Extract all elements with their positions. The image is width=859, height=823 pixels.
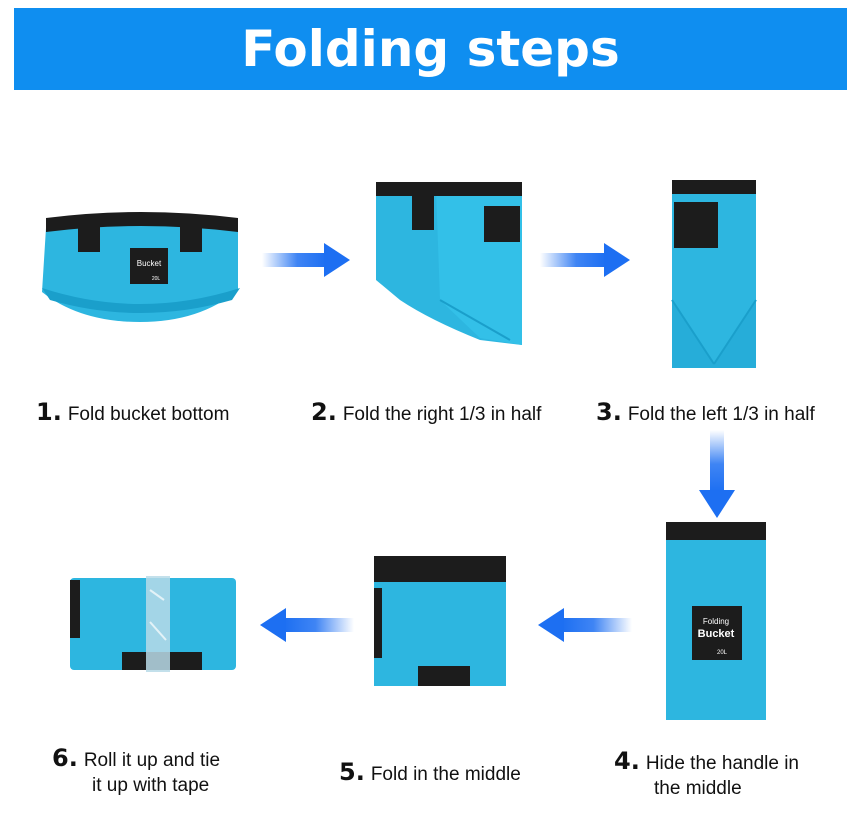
step-number: 2. — [311, 398, 337, 426]
step-number: 3. — [596, 398, 622, 426]
capacity-text-1: 20L — [152, 276, 161, 282]
step-number: 4. — [614, 747, 640, 775]
step-text: Fold in the middle — [370, 764, 521, 785]
arrow-left-1 — [538, 608, 632, 642]
step-number: 6. — [52, 744, 78, 772]
label-text-4b: Bucket — [698, 628, 735, 640]
arrow-right-1 — [262, 243, 350, 277]
step4-bucket-image: Folding Bucket 20L — [666, 522, 766, 720]
step-3-caption: 3.Fold the left 1/3 in half — [596, 400, 815, 427]
step-2-caption: 2.Fold the right 1/3 in half — [311, 400, 541, 427]
label-text-4a: Folding — [703, 617, 729, 626]
page-title: Folding steps — [241, 20, 620, 78]
step6-bucket-image — [70, 576, 236, 672]
label-text-1: Bucket — [137, 259, 162, 268]
step-5-caption: 5.Fold in the middle — [339, 760, 521, 787]
step1-bucket-image: Bucket 20L — [42, 212, 240, 322]
step-text-line2: it up with tape — [92, 775, 210, 796]
arrow-left-2 — [260, 608, 354, 642]
step-number: 5. — [339, 758, 365, 786]
step-1-caption: 1.Fold bucket bottom — [36, 400, 229, 427]
step-text: Roll it up and tie — [83, 750, 221, 771]
step5-bucket-image — [374, 556, 506, 686]
step-text: Hide the handle in — [645, 753, 799, 774]
step-text-line2: the middle — [654, 778, 742, 799]
step2-bucket-image — [376, 182, 522, 345]
step-4-caption: 4.Hide the handle in the middle — [614, 749, 799, 801]
arrow-down — [699, 430, 735, 518]
step3-bucket-image — [671, 180, 757, 368]
step-text: Fold the right 1/3 in half — [342, 404, 542, 425]
step-text: Fold bucket bottom — [67, 404, 230, 425]
step-text: Fold the left 1/3 in half — [627, 404, 815, 425]
arrow-right-2 — [540, 243, 630, 277]
capacity-text-4: 20L — [717, 650, 728, 656]
step-6-caption: 6.Roll it up and tie it up with tape — [52, 746, 220, 798]
title-banner: Folding steps — [14, 8, 847, 90]
step-number: 1. — [36, 398, 62, 426]
